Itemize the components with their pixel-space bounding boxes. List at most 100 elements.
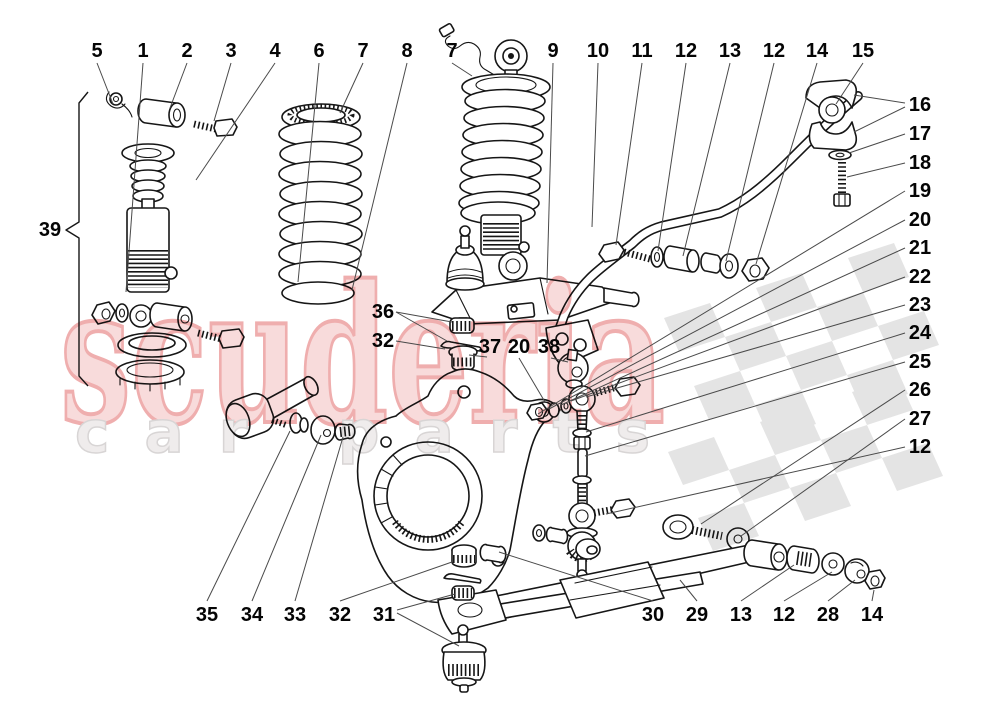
- nut-14b-hole: [870, 575, 880, 587]
- leader-line: [498, 551, 654, 602]
- part-number-label: 20: [909, 209, 931, 231]
- part-number-label: 26: [909, 379, 931, 401]
- spring-lock-ring-inner: [126, 362, 174, 378]
- leader-line: [396, 612, 460, 647]
- nut-14: [741, 257, 770, 282]
- part-number-label: 25: [909, 351, 931, 373]
- checker-cell: [760, 407, 821, 455]
- nut-14b: [864, 569, 886, 590]
- leader-line: [395, 311, 448, 342]
- clamp-bushing-hole: [825, 103, 839, 117]
- leader-line: [550, 357, 569, 363]
- link-washer-lower-hole: [535, 528, 543, 538]
- leader-line: [537, 190, 906, 415]
- part-number-label: 18: [909, 152, 931, 174]
- tie-rod-nut-knurl: [339, 426, 351, 437]
- part-number-label: 11: [631, 40, 652, 62]
- link-bushing-lower: [545, 526, 569, 545]
- bushing-13-face: [686, 249, 700, 273]
- sensor-ring: [109, 92, 123, 106]
- arm-center-plate: [559, 561, 665, 619]
- upper-wishbone: [431, 225, 640, 385]
- part-number-label: 35: [196, 604, 218, 626]
- washer-12d: [821, 552, 845, 576]
- boot-base: [445, 277, 485, 291]
- lower-eye: [498, 251, 528, 281]
- part-number-label: 31: [373, 604, 395, 626]
- knuckle-hole: [457, 385, 471, 399]
- leader-line: [740, 418, 906, 537]
- leader-line: [835, 62, 864, 105]
- checker-cell: [852, 377, 913, 425]
- checker-cell: [756, 273, 817, 322]
- leader-line: [351, 62, 408, 291]
- leader-line: [570, 276, 906, 402]
- part-number-label: 27: [909, 408, 931, 430]
- part-number-label: 28: [817, 604, 839, 626]
- part-number-label: 12: [909, 436, 931, 458]
- part-number-label: 20: [508, 336, 530, 358]
- checkered-flag-icon: [664, 243, 943, 551]
- flanged-bolt-boss: [669, 520, 687, 534]
- leader-line: [853, 106, 906, 133]
- checker-cell: [694, 371, 755, 420]
- leader-line: [468, 354, 488, 358]
- leader-line: [195, 62, 276, 181]
- lower-nut: [91, 301, 116, 325]
- bore-hatch: [374, 454, 403, 524]
- leader-line: [755, 62, 818, 265]
- leader-line: [395, 311, 453, 323]
- lower-washer-hole: [118, 308, 126, 318]
- checker-cell: [786, 341, 847, 390]
- lock-ring-notches: [119, 377, 181, 392]
- spacer: [700, 252, 722, 274]
- bracket-hole: [555, 332, 569, 346]
- boot-rings: [447, 268, 483, 279]
- lower-nut-hole: [101, 308, 111, 320]
- watermark-brand-text: scuderia: [60, 244, 665, 467]
- checker-cell: [821, 425, 882, 473]
- sway-bar-link: [526, 348, 750, 581]
- bushing-30: [479, 543, 507, 564]
- leader-line: [96, 62, 114, 105]
- leader-line: [585, 304, 906, 398]
- sensor-connector: [438, 22, 455, 38]
- link-nut: [526, 402, 548, 421]
- leader-line: [339, 62, 364, 114]
- leader-line: [740, 564, 795, 602]
- bolt-11-head: [598, 241, 625, 263]
- leader-line: [853, 94, 906, 104]
- leader-line: [783, 571, 833, 602]
- sway-bar-clamps: [805, 79, 858, 207]
- checker-cell: [848, 243, 909, 292]
- leader-line: [213, 62, 232, 122]
- leader-line: [548, 219, 906, 410]
- link-hex-facets: [578, 436, 586, 450]
- top-washer-hole: [134, 147, 162, 159]
- bore-shading: [392, 519, 465, 543]
- leader-line: [827, 579, 856, 602]
- part-number-label: 10: [587, 40, 609, 62]
- link-washer-lower: [532, 524, 546, 542]
- part-number-label: 16: [909, 94, 931, 116]
- shock-port: [518, 241, 530, 253]
- nut-14-hole: [749, 264, 761, 278]
- spring-coil-end: [281, 281, 355, 305]
- sway-bar-mount-fasteners: [598, 241, 770, 282]
- part-number-label: 3: [225, 40, 236, 62]
- part-number-label: 24: [909, 322, 932, 344]
- tie-rod-disc-hole: [322, 428, 332, 438]
- part-number-label: 38: [538, 336, 560, 358]
- checker-cell: [725, 322, 786, 371]
- part-number-label: 34: [241, 604, 264, 626]
- tie-rod-bushing-face: [299, 417, 309, 433]
- part-number-label: 37: [479, 336, 501, 358]
- sway-bar: [545, 91, 863, 367]
- lower-bushing-hole: [180, 314, 190, 324]
- leader-line: [297, 62, 320, 283]
- washer-12d-hole: [828, 559, 838, 569]
- leader-line: [657, 62, 687, 252]
